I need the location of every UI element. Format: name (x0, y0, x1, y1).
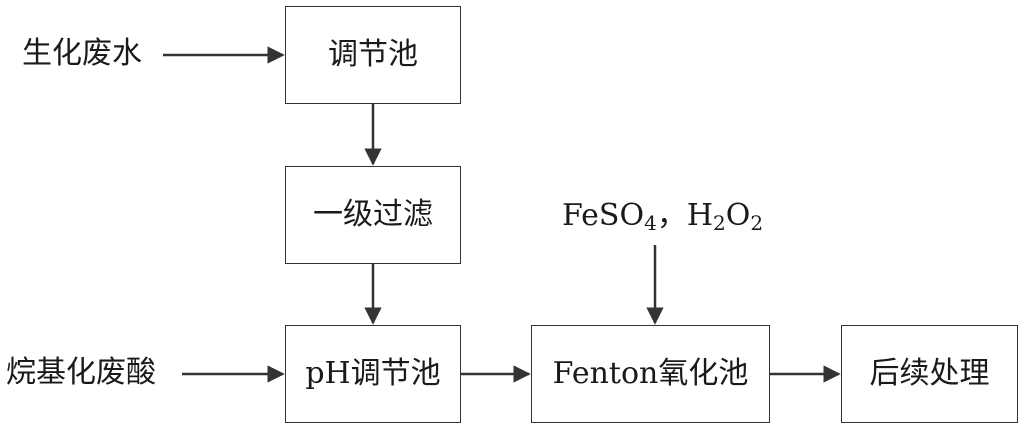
reagent-h-text: H (686, 198, 713, 233)
box-post-label: 后续处理 (869, 356, 990, 391)
box-fenton: Fenton氧化池 (531, 325, 770, 423)
input-wastewater-label: 生化废水 (22, 36, 142, 71)
reagent-h-subscript: 2 (712, 211, 726, 235)
reagent-feso-subscript: 4 (644, 211, 657, 235)
box-tiaojie: 调节池 (285, 6, 461, 104)
box-fenton-label: Fenton氧化池 (552, 356, 749, 391)
box-ph: pH调节池 (285, 325, 461, 423)
input-acid-label: 烷基化废酸 (6, 355, 156, 390)
reagent-feso-text: FeSO (562, 198, 645, 233)
box-ph-label: pH调节池 (305, 356, 441, 391)
reagent-o-subscript: 2 (750, 211, 764, 235)
reagent-label: FeSO4，H2O2 (562, 198, 764, 235)
box-filter: 一级过滤 (285, 166, 461, 264)
reagent-separator: ， (656, 198, 687, 233)
box-filter-label: 一级过滤 (313, 197, 433, 232)
box-post: 后续处理 (841, 325, 1018, 423)
reagent-o-text: O (725, 198, 751, 233)
box-tiaojie-label: 调节池 (328, 37, 418, 72)
